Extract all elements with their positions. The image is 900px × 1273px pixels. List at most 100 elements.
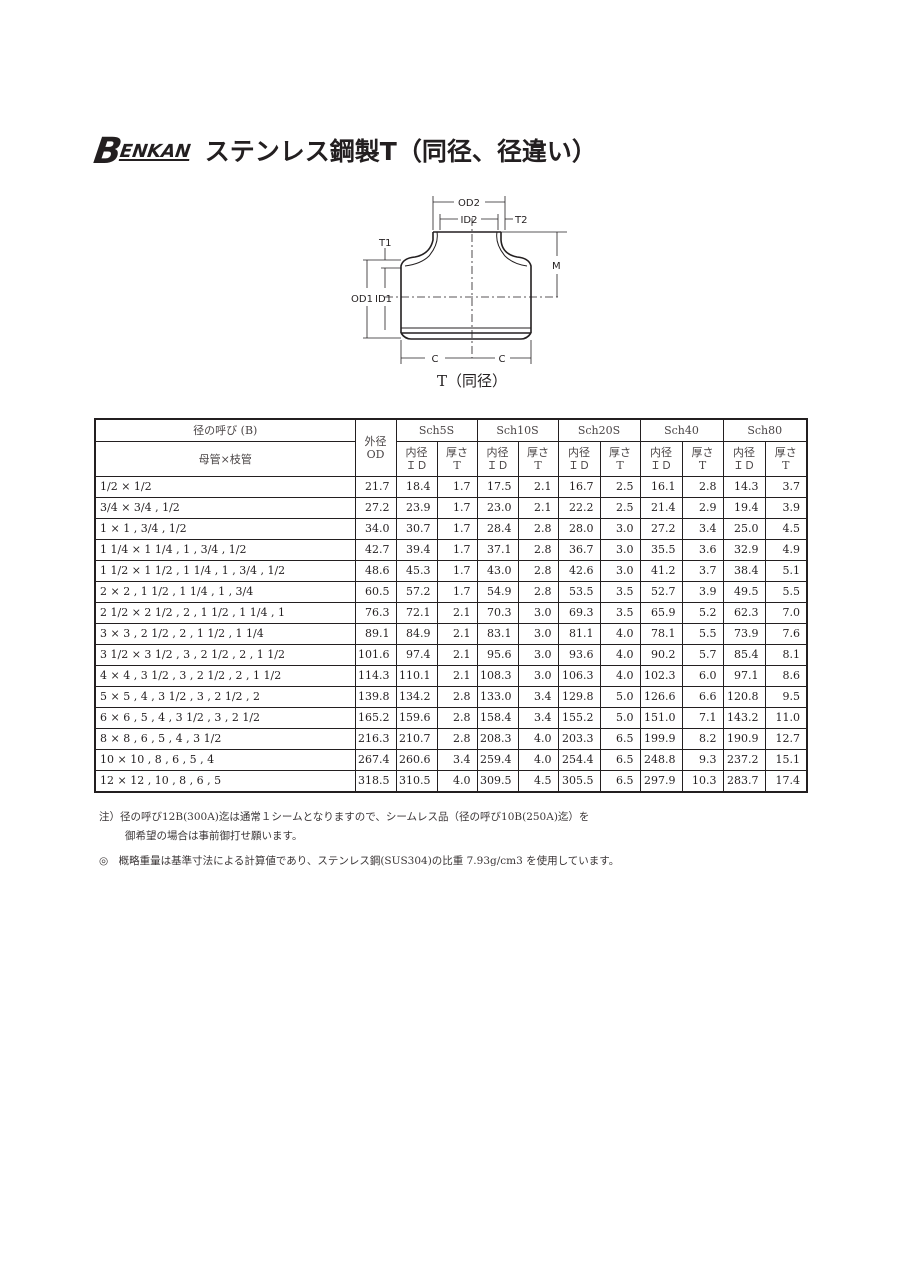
id-cell: 203.3 xyxy=(557,728,601,750)
size-cell: 4 × 4 , 3 1/2 , 3 , 2 1/2 , 2 , 1 1/2 xyxy=(94,665,356,687)
logo-initial: B xyxy=(91,131,124,172)
id-cell: 43.0 xyxy=(476,560,519,582)
id-cell: 49.5 xyxy=(722,581,766,603)
thickness-cell: 2.8 xyxy=(436,728,478,750)
id-cell: 158.4 xyxy=(476,707,519,729)
thickness-cell: 1.7 xyxy=(436,539,478,561)
id-cell: 85.4 xyxy=(722,644,766,666)
size-cell: 3 1/2 × 3 1/2 , 3 , 2 1/2 , 2 , 1 1/2 xyxy=(94,644,356,666)
size-cell: 1/2 × 1/2 xyxy=(94,476,356,498)
thickness-cell: 7.0 xyxy=(764,602,808,624)
thickness-cell: 2.8 xyxy=(436,686,478,708)
thickness-cell: 5.5 xyxy=(681,623,724,645)
size-cell: 3 × 3 , 2 1/2 , 2 , 1 1/2 , 1 1/4 xyxy=(94,623,356,645)
label-od2: OD2 xyxy=(458,198,480,209)
thickness-cell: 4.0 xyxy=(599,623,641,645)
id-cell: 106.3 xyxy=(557,665,601,687)
size-cell: 1 1/2 × 1 1/2 , 1 1/4 , 1 , 3/4 , 1/2 xyxy=(94,560,356,582)
id-cell: 38.4 xyxy=(722,560,766,582)
thickness-cell: 1.7 xyxy=(436,560,478,582)
od-cell: 34.0 xyxy=(354,518,397,540)
size-cell: 3/4 × 3/4 , 1/2 xyxy=(94,497,356,519)
od-cell: 60.5 xyxy=(354,581,397,603)
id-cell: 19.4 xyxy=(722,497,766,519)
od-cell: 21.7 xyxy=(354,476,397,498)
sch80-header: Sch80 xyxy=(722,418,808,442)
note-1-line-2: 御希望の場合は事前御打せ願います。 xyxy=(125,830,303,842)
thickness-cell: 8.6 xyxy=(764,665,808,687)
thickness-cell: 3.6 xyxy=(681,539,724,561)
thickness-cell: 5.0 xyxy=(599,707,641,729)
id-cell: 151.0 xyxy=(639,707,683,729)
id-cell: 28.0 xyxy=(557,518,601,540)
size-cell: 2 × 2 , 1 1/2 , 1 1/4 , 1 , 3/4 xyxy=(94,581,356,603)
thickness-cell: 3.5 xyxy=(599,581,641,603)
id-cell: 52.7 xyxy=(639,581,683,603)
size-cell: 12 × 12 , 10 , 8 , 6 , 5 xyxy=(94,770,356,793)
logo-rest: ENKAN xyxy=(119,141,193,162)
sch10s-header: Sch10S xyxy=(476,418,559,442)
thickness-cell: 3.0 xyxy=(599,560,641,582)
thickness-cell: 6.5 xyxy=(599,728,641,750)
id-cell: 309.5 xyxy=(476,770,519,793)
sch5s-header: Sch5S xyxy=(395,418,478,442)
thickness-cell: 3.4 xyxy=(517,707,559,729)
id-cell: 73.9 xyxy=(722,623,766,645)
id-cell: 35.5 xyxy=(639,539,683,561)
id-cell: 23.9 xyxy=(395,497,438,519)
thickness-cell: 2.1 xyxy=(436,602,478,624)
thickness-cell: 3.0 xyxy=(517,623,559,645)
thickness-cell: 2.1 xyxy=(436,644,478,666)
id-cell: 23.0 xyxy=(476,497,519,519)
id-cell: 190.9 xyxy=(722,728,766,750)
od-cell: 101.6 xyxy=(354,644,397,666)
id-cell: 22.2 xyxy=(557,497,601,519)
thickness-cell: 15.1 xyxy=(764,749,808,771)
thickness-cell: 5.5 xyxy=(764,581,808,603)
thickness-cell: 8.2 xyxy=(681,728,724,750)
id-cell: 65.9 xyxy=(639,602,683,624)
thickness-cell: 3.9 xyxy=(681,581,724,603)
id-cell: 102.3 xyxy=(639,665,683,687)
id-cell: 54.9 xyxy=(476,581,519,603)
thickness-cell: 2.8 xyxy=(517,518,559,540)
tee-dimension-diagram: OD2 ID2 T2 T1 M OD1 ID1 C C T（同径） xyxy=(351,196,567,390)
id-cell: 97.1 xyxy=(722,665,766,687)
od-header-jp: 外径 xyxy=(364,435,387,448)
id-cell: 84.9 xyxy=(395,623,438,645)
thickness-cell: 3.9 xyxy=(764,497,808,519)
size-cell: 8 × 8 , 6 , 5 , 4 , 3 1/2 xyxy=(94,728,356,750)
od-cell: 114.3 xyxy=(354,665,397,687)
od-cell: 76.3 xyxy=(354,602,397,624)
id-cell: 70.3 xyxy=(476,602,519,624)
id-cell: 93.6 xyxy=(557,644,601,666)
thickness-cell: 4.5 xyxy=(764,518,808,540)
label-id2: ID2 xyxy=(460,215,477,226)
id-cell: 81.1 xyxy=(557,623,601,645)
size-header: 径の呼び (B) xyxy=(94,418,356,442)
id-cell: 108.3 xyxy=(476,665,519,687)
od-cell: 42.7 xyxy=(354,539,397,561)
id-cell: 27.2 xyxy=(639,518,683,540)
size-cell: 2 1/2 × 2 1/2 , 2 , 1 1/2 , 1 1/4 , 1 xyxy=(94,602,356,624)
dimension-table: 径の呼び (B) 外径 OD Sch5S Sch10S Sch20S Sch40… xyxy=(94,418,808,793)
sch20s-header: Sch20S xyxy=(557,418,641,442)
thickness-cell: 6.5 xyxy=(599,749,641,771)
thickness-cell: 3.0 xyxy=(599,539,641,561)
thickness-cell: 4.0 xyxy=(599,644,641,666)
thickness-cell: 3.0 xyxy=(517,644,559,666)
thickness-cell: 2.5 xyxy=(599,497,641,519)
thickness-cell: 7.1 xyxy=(681,707,724,729)
